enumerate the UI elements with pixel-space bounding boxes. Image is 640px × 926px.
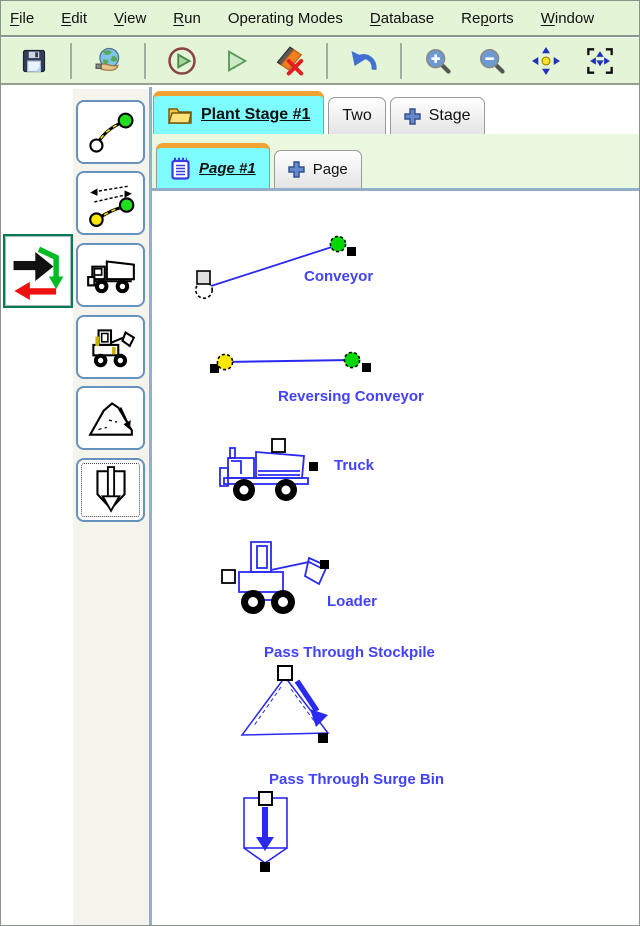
end-handle[interactable] <box>362 363 371 372</box>
page-icon <box>171 157 190 180</box>
surge-bin-object[interactable] <box>241 791 295 875</box>
stockpile-tool-icon <box>87 402 133 436</box>
menu-operating-modes[interactable]: Operating Modes <box>227 9 343 27</box>
stage-tab-row: Plant Stage #1 Two Stage <box>153 91 489 134</box>
reversing-conveyor-tool-button[interactable] <box>76 171 145 235</box>
add-page-tab[interactable]: Page <box>273 150 362 188</box>
toolbar-separator <box>326 42 328 79</box>
tool-palette <box>73 89 149 925</box>
run-setup-icon <box>168 46 196 75</box>
zoom-fit-icon <box>587 47 613 74</box>
loader-object[interactable] <box>221 538 339 620</box>
menu-edit[interactable]: Edit <box>61 9 88 27</box>
stop-run-icon <box>276 45 304 75</box>
stop-run-button[interactable] <box>267 41 313 81</box>
object-label: Pass Through Surge Bin <box>269 771 445 788</box>
flow-direction-mode-icon <box>13 246 64 300</box>
start-handle[interactable] <box>210 364 219 373</box>
loader-tool-icon <box>91 329 135 368</box>
menu-file[interactable]: File <box>10 9 35 27</box>
tab-label: Plant Stage #1 <box>201 106 311 123</box>
zoom-in-button[interactable] <box>415 41 461 81</box>
toolbar-separator <box>70 42 72 79</box>
menu-window[interactable]: Window <box>540 9 595 27</box>
truck-top-handle[interactable] <box>271 438 286 453</box>
menu-reports[interactable]: Reports <box>461 9 514 27</box>
head-handle[interactable] <box>343 351 361 369</box>
publish-globe-icon <box>95 47 120 71</box>
tab-label: Page #1 <box>199 159 256 177</box>
tab-label: Stage <box>428 107 471 124</box>
save-button[interactable] <box>11 41 57 81</box>
undo-icon <box>351 50 377 70</box>
object-label: Loader <box>327 593 378 610</box>
menu-database[interactable]: Database <box>369 9 435 27</box>
menu-run[interactable]: Run <box>173 9 201 27</box>
add-stage-tab[interactable]: Stage <box>389 97 485 134</box>
loader-bucket-handle[interactable] <box>320 560 329 569</box>
zoom-out-icon <box>479 48 505 74</box>
surge-bin-tool-button[interactable] <box>76 458 145 522</box>
conveyor-end-handle[interactable] <box>347 247 356 256</box>
menu-bar: File Edit View Run Operating Modes Datab… <box>1 1 639 37</box>
zoom-extents-icon <box>532 46 560 75</box>
zoom-fit-button[interactable] <box>577 41 623 81</box>
zoom-in-icon <box>425 48 451 74</box>
toolbar-separator <box>144 42 146 79</box>
stockpile-bottom-handle[interactable] <box>318 733 328 743</box>
object-label: Conveyor <box>304 268 374 285</box>
zoom-extents-button[interactable] <box>523 41 569 81</box>
run-button[interactable] <box>213 41 259 81</box>
reversing-conveyor-object[interactable] <box>204 348 384 380</box>
surge-bin-top-handle[interactable] <box>258 791 273 806</box>
tail-handle[interactable] <box>216 353 234 371</box>
undo-button[interactable] <box>341 41 387 81</box>
stockpile-top-handle[interactable] <box>277 665 293 681</box>
surge-bin-bottom-handle[interactable] <box>260 862 270 872</box>
main-area: Plant Stage #1 Two Stage <box>1 87 639 925</box>
object-label: Pass Through Stockpile <box>264 644 435 661</box>
plus-icon <box>404 107 421 125</box>
menu-view[interactable]: View <box>114 9 147 27</box>
conveyor-start-handle[interactable] <box>196 270 211 285</box>
object-label: Truck <box>334 457 375 474</box>
reversing-conveyor-tool-icon <box>88 185 134 227</box>
truck-tool-button[interactable] <box>76 243 145 307</box>
conveyor-tool-button[interactable] <box>76 100 145 164</box>
stockpile-object[interactable] <box>239 665 339 749</box>
truck-tool-icon <box>86 260 135 294</box>
tab-page-1[interactable]: Page #1 <box>156 143 270 188</box>
folder-icon <box>167 108 192 124</box>
conveyor-head-handle[interactable] <box>329 235 347 253</box>
plus-icon <box>288 161 305 178</box>
surge-bin-tool-icon <box>95 466 126 513</box>
stockpile-tool-button[interactable] <box>76 386 145 450</box>
tab-label: Two <box>342 107 372 124</box>
conveyor-tool-icon <box>88 112 133 153</box>
toolbar-separator <box>400 42 402 79</box>
loader-side-handle[interactable] <box>221 569 236 584</box>
page-header: Page #1 Page <box>152 134 639 188</box>
flow-direction-mode-button[interactable] <box>3 234 73 308</box>
tab-label: Page <box>312 161 348 178</box>
run-icon <box>228 49 248 72</box>
loader-tool-button[interactable] <box>76 315 145 379</box>
conveyor-object[interactable] <box>189 233 369 305</box>
design-canvas[interactable]: Conveyor Reversing Conveyor <box>152 188 639 925</box>
toolbar <box>1 37 639 85</box>
zoom-out-button[interactable] <box>469 41 515 81</box>
tab-two[interactable]: Two <box>328 97 386 134</box>
publish-globe-button[interactable] <box>85 41 131 81</box>
run-setup-button[interactable] <box>159 41 205 81</box>
truck-object[interactable] <box>216 438 326 504</box>
page-tab-row: Page #1 Page <box>156 143 366 188</box>
save-icon <box>22 49 46 72</box>
truck-side-handle[interactable] <box>309 462 318 471</box>
tab-plant-stage-1[interactable]: Plant Stage #1 <box>153 91 325 134</box>
stage-content: Plant Stage #1 Two Stage <box>149 87 639 925</box>
object-label: Reversing Conveyor <box>278 388 424 405</box>
